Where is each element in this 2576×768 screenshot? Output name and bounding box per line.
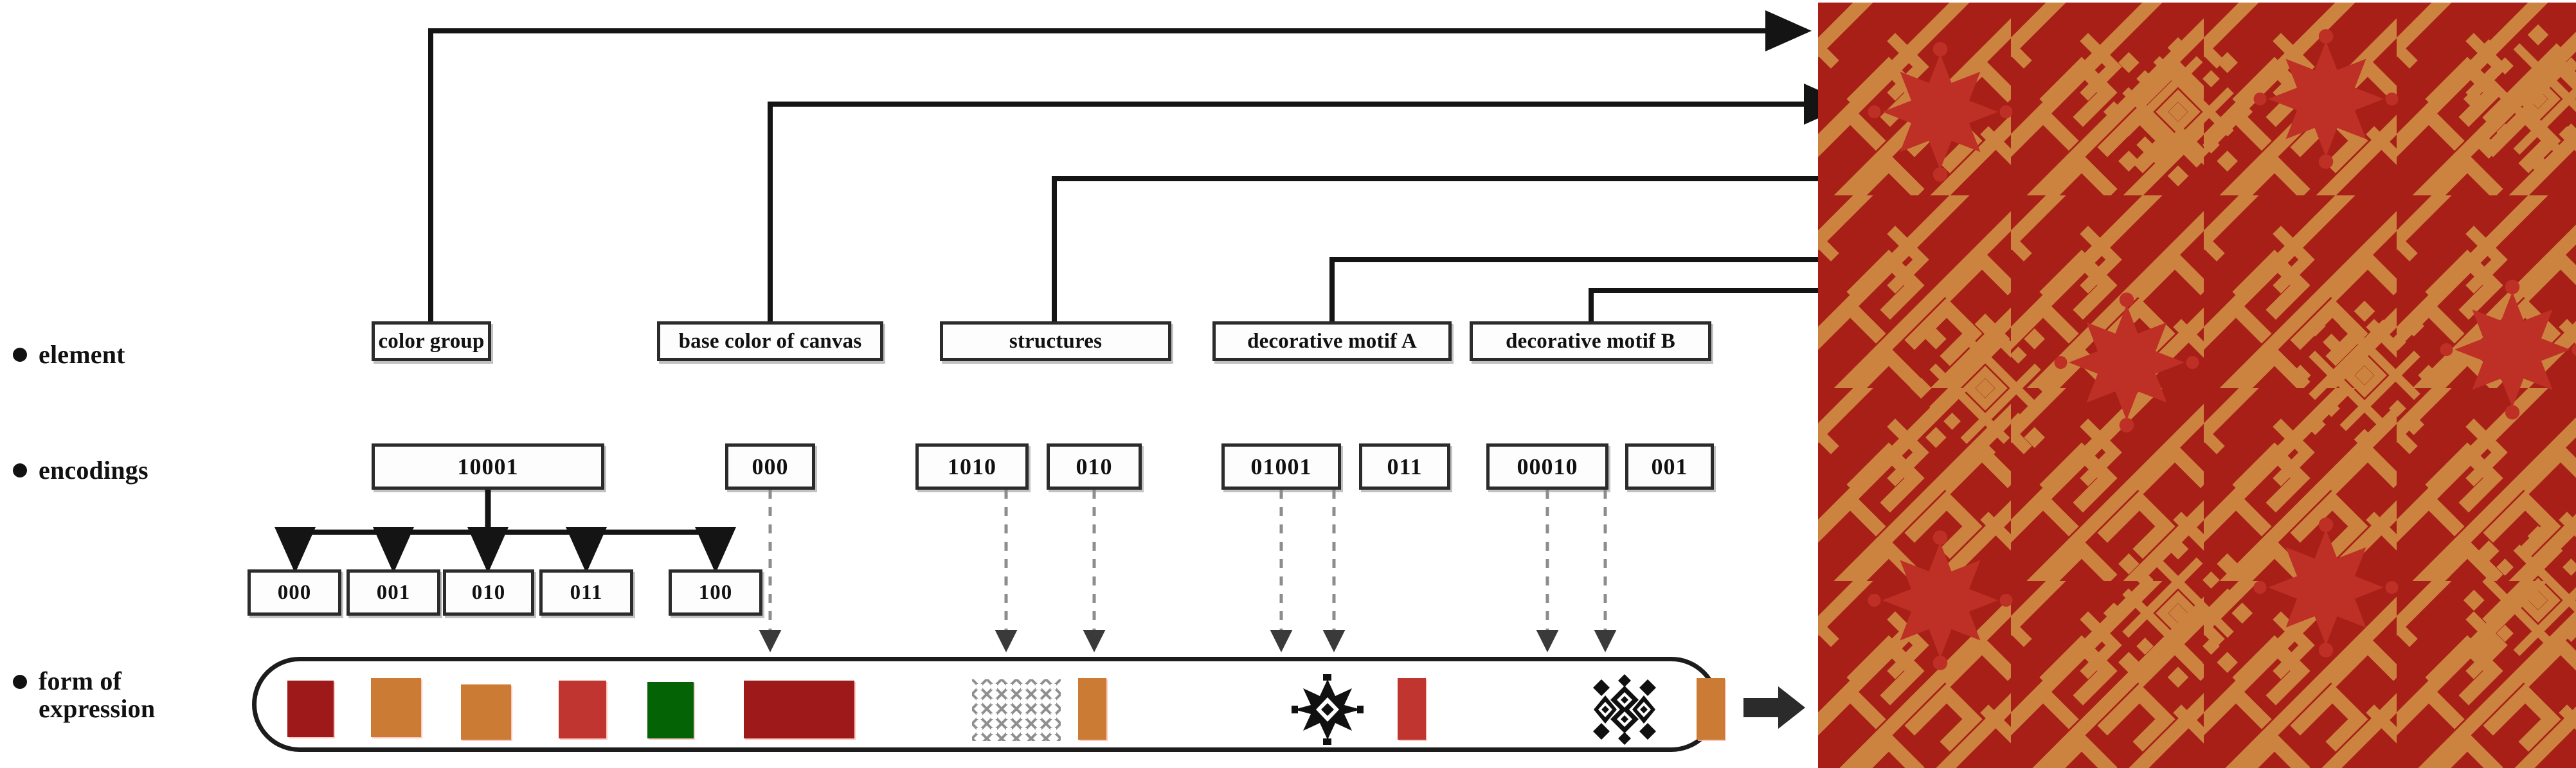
- encoding-box-00010[interactable]: 00010: [1486, 443, 1608, 490]
- encoding-code: 000: [752, 454, 789, 479]
- swatch-orange-2[interactable]: [461, 684, 511, 740]
- sub-encoding-code: 000: [277, 580, 312, 604]
- textile-pattern-image: [1818, 3, 2576, 768]
- encoding-code: 001: [1651, 454, 1688, 479]
- element-box-label: decorative motif A: [1247, 329, 1417, 353]
- sub-encoding-box-000[interactable]: 000: [248, 569, 341, 616]
- encoding-box-011[interactable]: 011: [1359, 443, 1450, 490]
- element-box-label: structures: [1009, 329, 1103, 353]
- row-label-text: encodings: [39, 456, 149, 485]
- sub-encoding-box-100[interactable]: 100: [669, 569, 762, 616]
- element-box-label: decorative motif B: [1506, 329, 1675, 353]
- row-label-text: form of expression: [39, 666, 156, 724]
- swatch-red-1[interactable]: [559, 681, 606, 738]
- encoding-code: 10001: [457, 454, 519, 479]
- encoding-box-1010[interactable]: 1010: [915, 443, 1029, 490]
- sub-encoding-box-010[interactable]: 010: [443, 569, 534, 616]
- sub-encoding-code: 100: [698, 580, 733, 604]
- result-right-arrow-icon: [1743, 686, 1805, 729]
- sub-encoding-box-001[interactable]: 001: [347, 569, 440, 616]
- encoding-box-001[interactable]: 001: [1625, 443, 1714, 490]
- sub-encoding-code: 001: [376, 580, 411, 604]
- element-box-label: color group: [378, 329, 485, 353]
- form-of-expression-capsule: [252, 657, 1725, 752]
- motif-star-icon[interactable]: [1292, 674, 1364, 745]
- swatch-red-2[interactable]: [1398, 678, 1426, 740]
- encoding-code: 010: [1076, 454, 1113, 479]
- element-box-decorative-motif-a[interactable]: decorative motif A: [1212, 321, 1452, 361]
- swatch-lattice-pattern[interactable]: [972, 679, 1061, 741]
- motif-diamond-cluster-icon[interactable]: [1589, 674, 1661, 745]
- element-box-base-color-of-canvas[interactable]: base color of canvas: [657, 321, 883, 361]
- bullet-dot-icon: [13, 463, 27, 478]
- sub-encoding-box-011[interactable]: 011: [539, 569, 633, 616]
- encoding-box-10001[interactable]: 10001: [372, 443, 604, 490]
- row-label-encodings: encodings: [13, 456, 149, 484]
- swatch-orange-4[interactable]: [1697, 678, 1725, 740]
- row-label-text: element: [39, 340, 125, 369]
- encoding-box-000[interactable]: 000: [725, 443, 815, 490]
- encoding-code: 01001: [1250, 454, 1312, 479]
- encoding-code: 011: [1387, 454, 1423, 479]
- encoding-code: 00010: [1517, 454, 1578, 479]
- bullet-dot-icon: [13, 675, 27, 689]
- sub-encoding-code: 010: [471, 580, 506, 604]
- swatch-green-1[interactable]: [647, 682, 694, 738]
- row-label-form-of-expression: form of expression: [13, 667, 155, 722]
- swatch-dark-red-1[interactable]: [287, 681, 334, 737]
- element-box-color-group[interactable]: color group: [372, 321, 491, 361]
- encoding-code: 1010: [948, 454, 996, 479]
- element-box-decorative-motif-b[interactable]: decorative motif B: [1470, 321, 1711, 361]
- sub-encoding-code: 011: [570, 580, 603, 604]
- row-label-element: element: [13, 341, 125, 368]
- element-box-structures[interactable]: structures: [940, 321, 1171, 361]
- bullet-dot-icon: [13, 347, 27, 362]
- element-box-label: base color of canvas: [678, 329, 862, 353]
- swatch-orange-3[interactable]: [1078, 678, 1106, 740]
- swatch-base-canvas[interactable]: [744, 681, 854, 738]
- swatch-orange-1[interactable]: [371, 678, 421, 737]
- encoding-box-01001[interactable]: 01001: [1221, 443, 1341, 490]
- encoding-box-010[interactable]: 010: [1047, 443, 1142, 490]
